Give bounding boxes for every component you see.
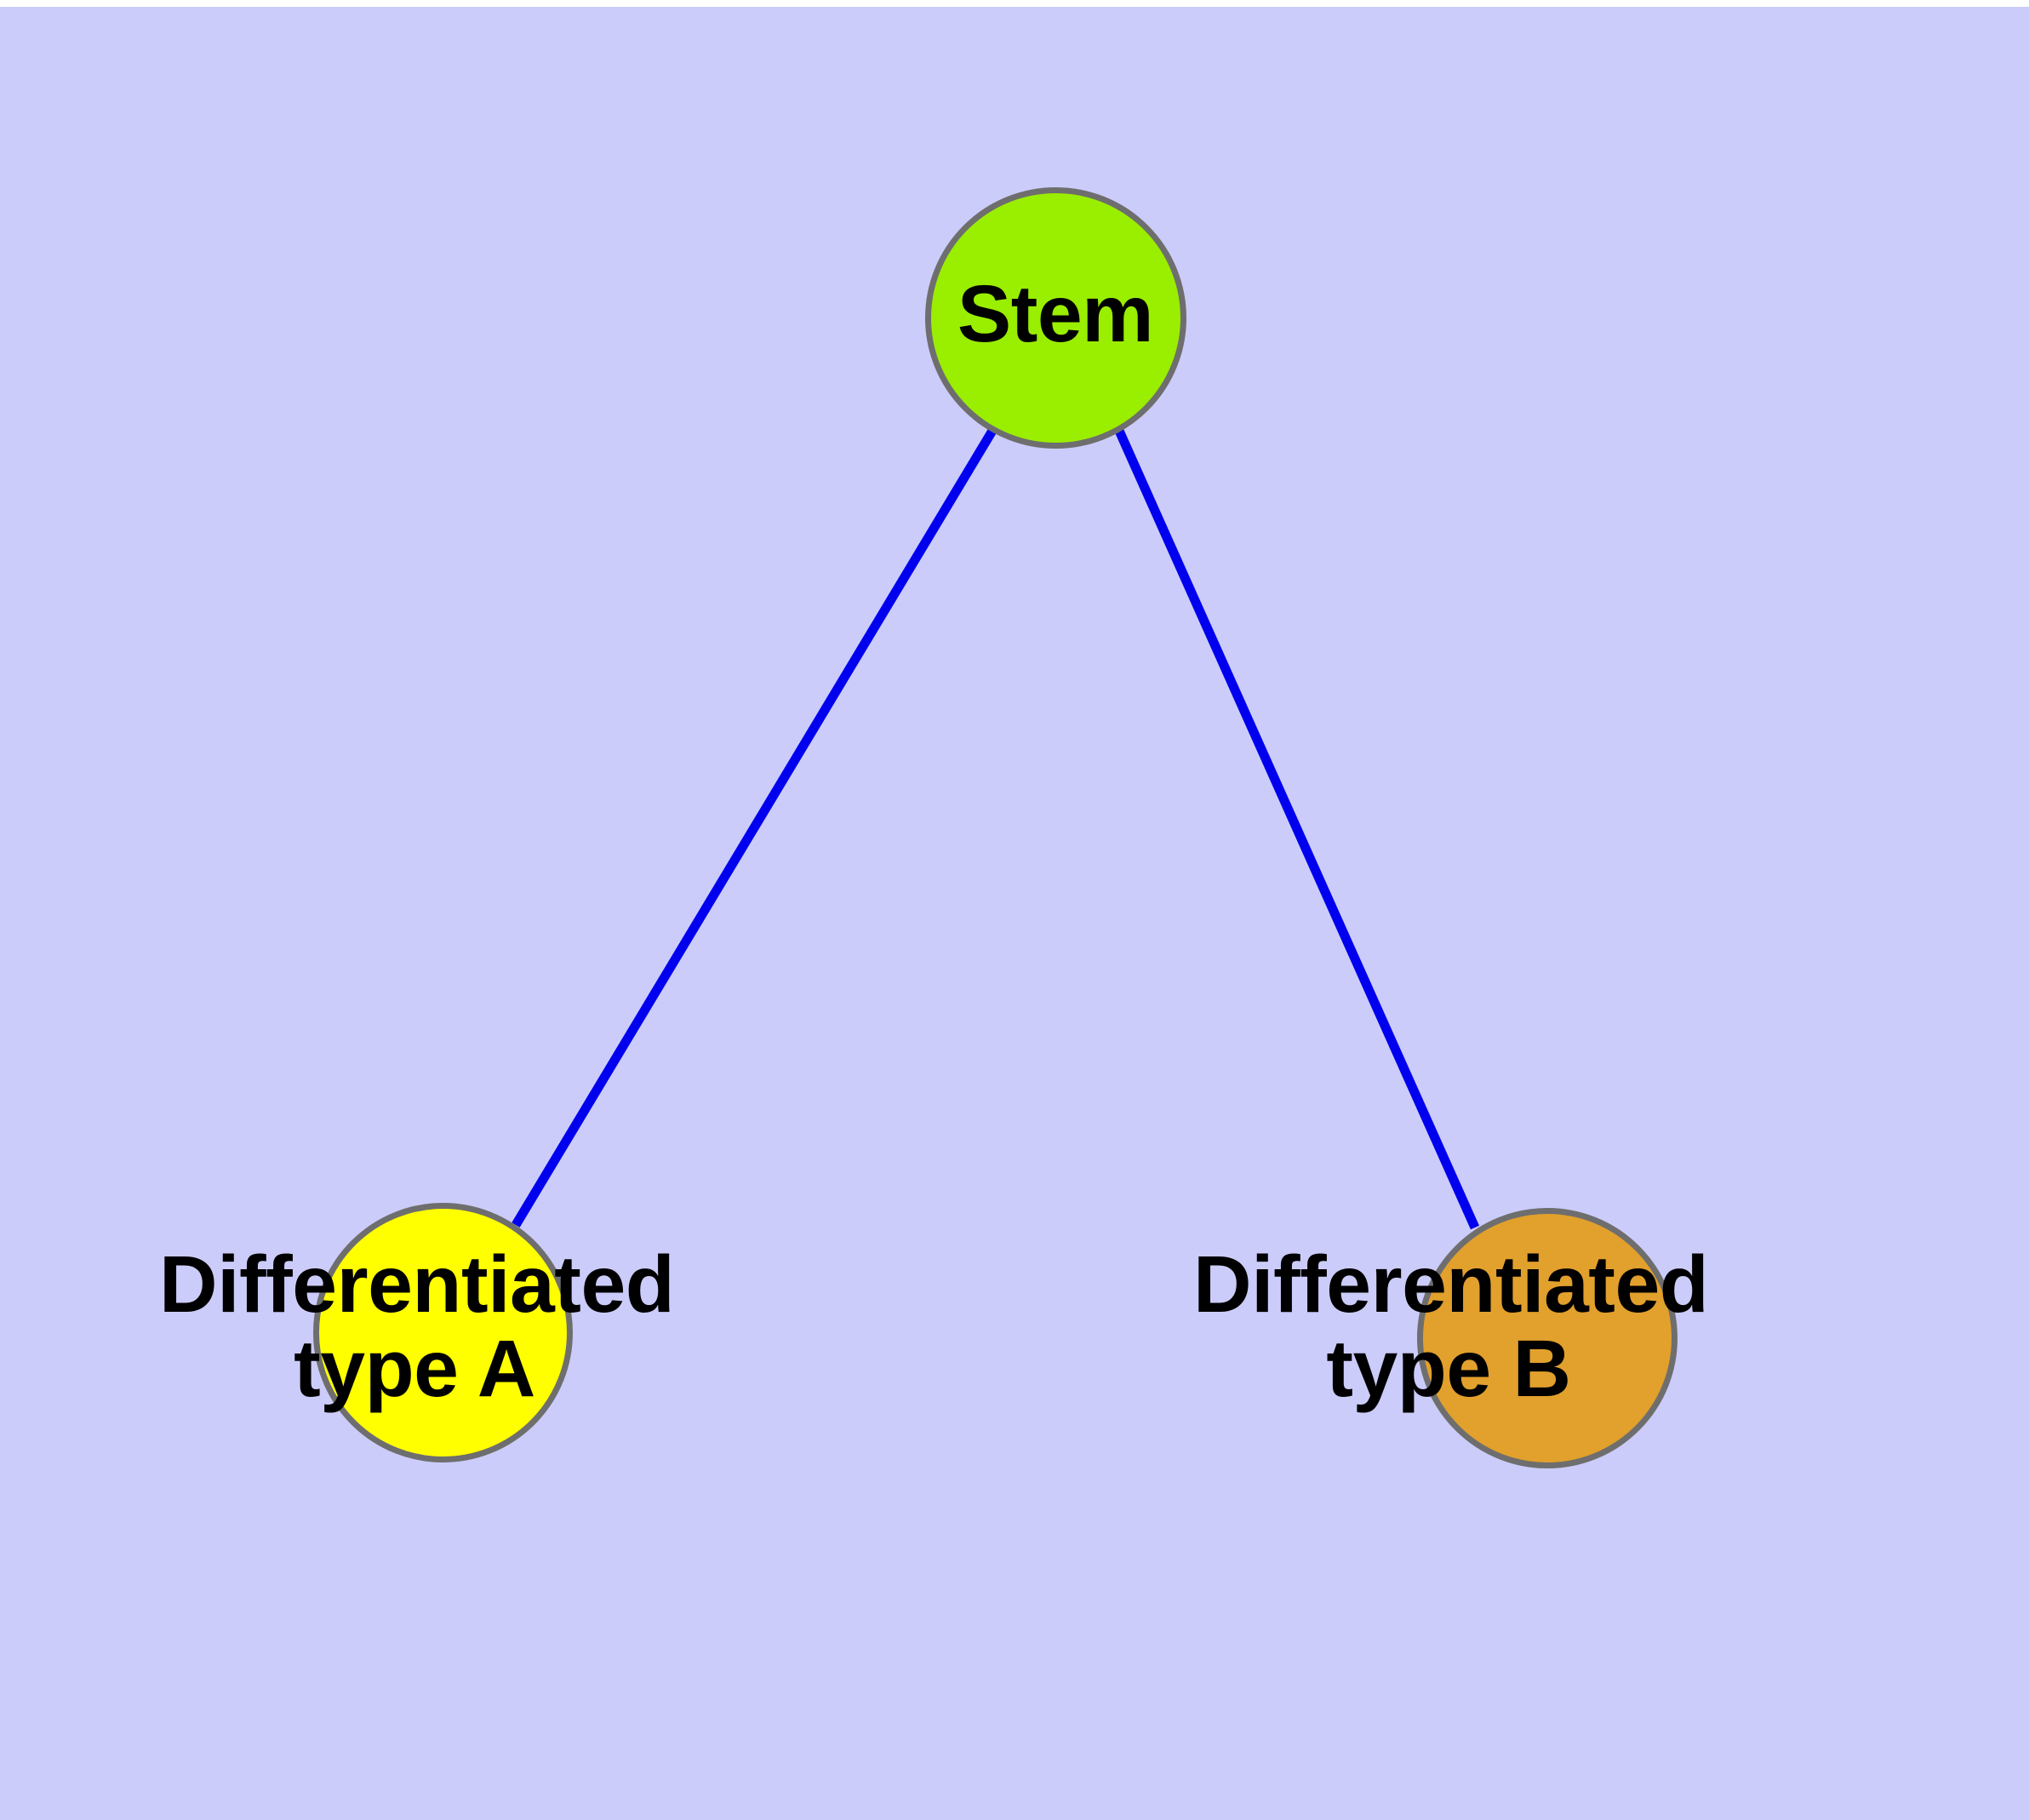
edge-stem-to-diff-a[interactable] (512, 428, 997, 1228)
node-stem[interactable] (925, 187, 1186, 449)
node-differentiated-type-b[interactable] (1417, 1208, 1677, 1468)
edge-stem-to-diff-b[interactable] (1114, 428, 1480, 1230)
node-differentiated-type-a[interactable] (313, 1203, 573, 1462)
